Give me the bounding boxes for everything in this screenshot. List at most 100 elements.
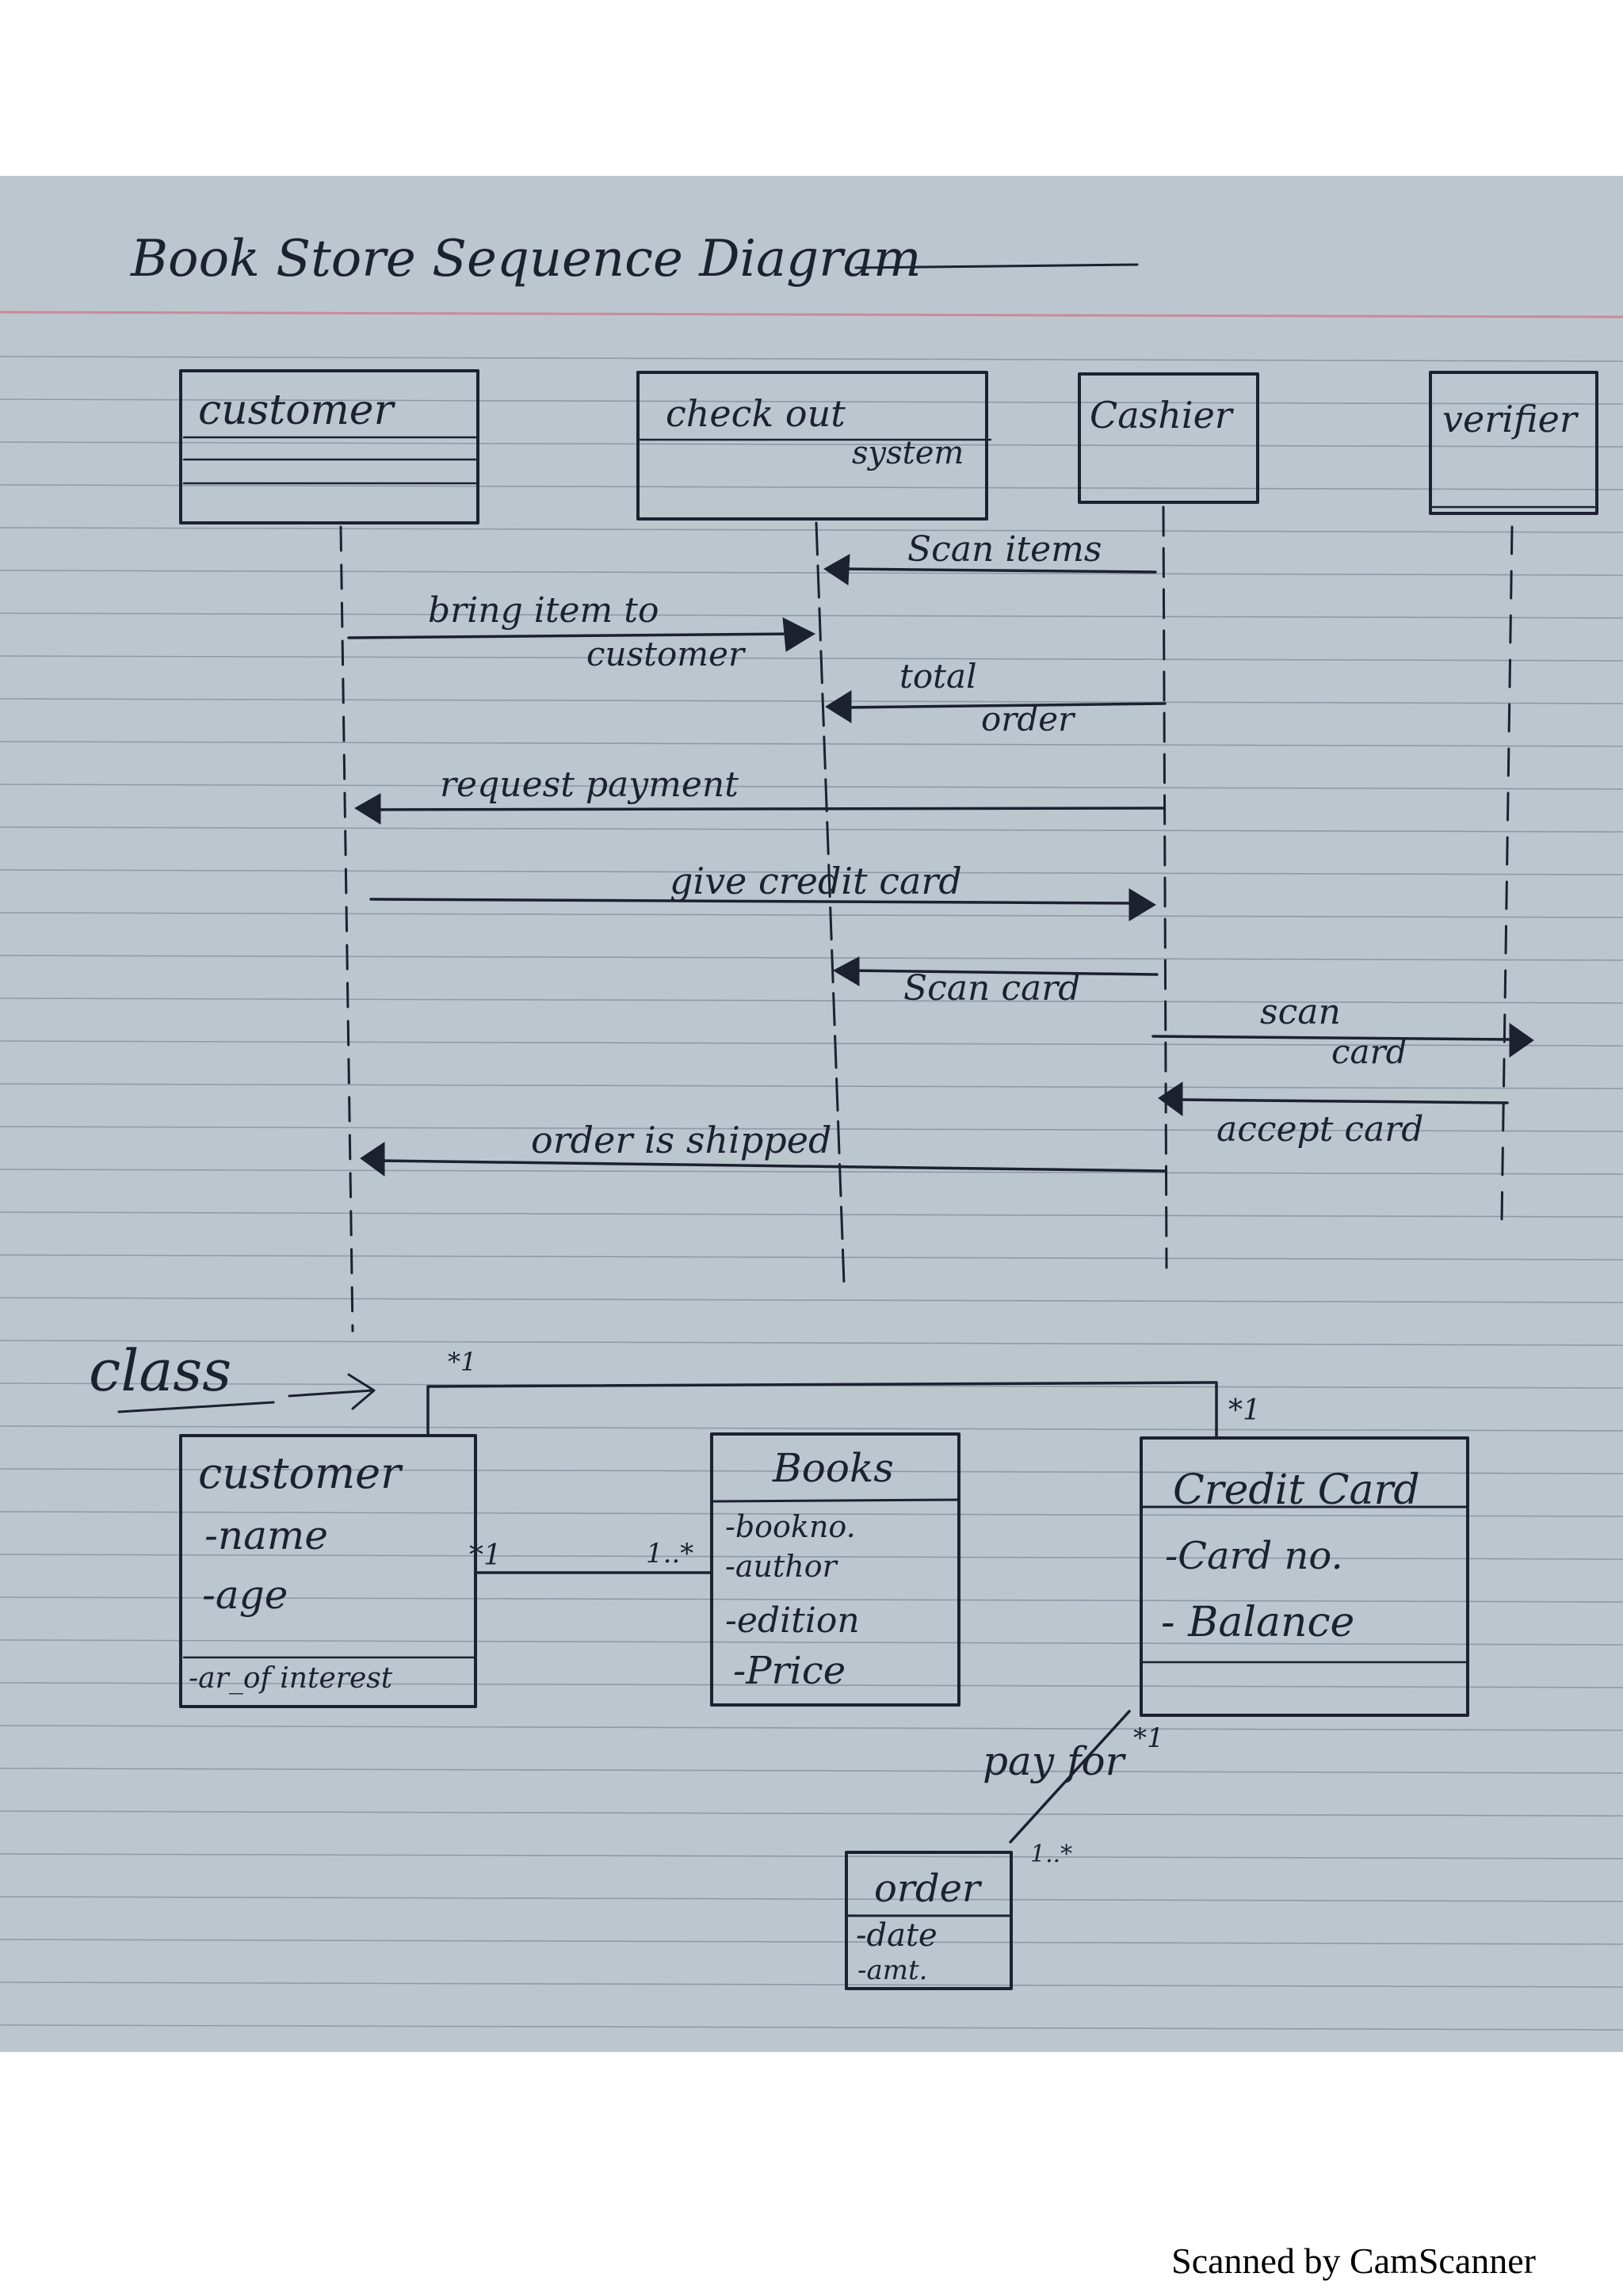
class-heading-underline (117, 1401, 275, 1413)
multiplicity-creditcard-top: *1 (1228, 1394, 1261, 1427)
notebook-rule-line (0, 1468, 1623, 1474)
notebook-rule-line (0, 1810, 1623, 1817)
message-label: give credit card (670, 860, 962, 902)
message-label-line2: order (981, 700, 1076, 738)
message-scan-card-verifier: scan card (1151, 992, 1534, 1071)
message-label: request payment (440, 765, 739, 805)
notebook-rule-line (0, 1554, 1623, 1560)
association-customer-creditcard (426, 1381, 1218, 1440)
class-attribute: -amt. (857, 1955, 927, 1986)
notebook-rule-line (0, 356, 1623, 362)
association-label: pay for (983, 1738, 1127, 1784)
notebook-rule-line (0, 527, 1623, 533)
notebook-rule-line (0, 441, 1623, 448)
notebook-rule-line (0, 1939, 1623, 1945)
notebook-rules (0, 356, 1623, 2031)
notebook-rule-line (0, 1639, 1623, 1646)
lifeline-head-customer: customer (179, 369, 479, 524)
class-books: Books -bookno. -author -edition -Price (710, 1432, 960, 1707)
message-request-payment: request payment (354, 765, 1165, 825)
lifeline-label-customer: customer (198, 387, 396, 434)
notebook-rule-line (0, 570, 1623, 576)
class-name: customer (198, 1448, 403, 1498)
notebook-rule-line (0, 1596, 1623, 1603)
notebook-rule-line (0, 1725, 1623, 1731)
notebook-rule-line (0, 655, 1623, 662)
notebook-rule-line (0, 869, 1623, 875)
notebook-rule-line (0, 912, 1623, 918)
multiplicity-customer-books-right: 1..* (646, 1538, 693, 1569)
class-name: Books (772, 1445, 894, 1491)
notebook-rule-line (0, 698, 1623, 704)
lifeline-cashier (1162, 505, 1168, 1269)
notebook-rule-line (0, 1211, 1623, 1218)
association-creditcard-order (1009, 1710, 1131, 1844)
class-attribute: -ar_of interest (189, 1662, 393, 1695)
message-label: Scan card (903, 968, 1080, 1009)
class-customer: customer -name -age -ar_of interest (179, 1434, 477, 1708)
multiplicity-creditcard-order-top: *1 (1133, 1722, 1164, 1754)
lifeline-label-cashier: Cashier (1090, 394, 1235, 437)
notebook-rule-line (0, 1511, 1623, 1517)
message-total-order: total order (825, 657, 1167, 738)
lifeline-verifier (1500, 525, 1514, 1222)
class-order: order -date -amt. (845, 1851, 1013, 1990)
class-attribute: -author (725, 1549, 839, 1584)
class-attribute: - Balance (1161, 1599, 1354, 1646)
message-scan-card: Scan card (832, 956, 1159, 1009)
notebook-rule-line (0, 1425, 1623, 1432)
lifeline-label-verifier: verifier (1442, 398, 1579, 441)
scanner-watermark: Scanned by CamScanner (1171, 2241, 1536, 2281)
title-underline (854, 263, 1139, 269)
lifeline-label-checkout-line2: system (852, 435, 964, 471)
message-scan-items: Scan items (823, 529, 1157, 585)
message-label: Scan items (907, 529, 1102, 570)
lifeline-customer (339, 525, 354, 1333)
notebook-rule-line (0, 1981, 1623, 1988)
class-pointer-arrow (288, 1373, 376, 1410)
notebook-rule-line (0, 997, 1623, 1004)
notebook-rule-line (0, 784, 1623, 790)
notebook-rule-line (0, 826, 1623, 833)
class-attribute: -name (204, 1512, 328, 1558)
lifeline-head-cashier: Cashier (1078, 372, 1259, 504)
multiplicity-customer-top: *1 (448, 1347, 476, 1377)
message-label: total (899, 657, 977, 696)
message-label-line2: card (1331, 1032, 1407, 1071)
notebook-rule-line (0, 484, 1623, 490)
class-attribute: -age (202, 1572, 288, 1618)
notebook-rule-line (0, 1682, 1623, 1688)
multiplicity-customer-books-left: *1 (469, 1539, 502, 1572)
notebook-rule-line (0, 1853, 1623, 1859)
message-label-line2: customer (586, 635, 747, 673)
class-creditcard: Credit Card -Card no. - Balance (1140, 1436, 1469, 1717)
notebook-rule-line (0, 1169, 1623, 1175)
class-attribute: -Price (733, 1649, 846, 1693)
message-label: accept card (1216, 1109, 1423, 1150)
message-label: scan (1260, 992, 1341, 1032)
notebook-rule-line (0, 1340, 1623, 1346)
multiplicity-creditcard-order-bottom: 1..* (1030, 1840, 1072, 1868)
notebook-rule-line (0, 2024, 1623, 2031)
message-give-credit-card: give credit card (369, 860, 1156, 921)
lifeline-head-verifier: verifier (1429, 371, 1598, 515)
message-bring-item: bring item to customer (347, 590, 816, 673)
margin-line (0, 311, 1623, 318)
message-label: bring item to (428, 590, 659, 631)
notebook-rule-line (0, 1040, 1623, 1047)
notebook-rule-line (0, 1083, 1623, 1089)
diagram-title: Book Store Sequence Diagram (130, 230, 922, 288)
lifeline-checkout (815, 521, 846, 1285)
class-attribute: -bookno. (725, 1509, 856, 1544)
message-order-shipped: order is shipped (360, 1119, 1167, 1177)
lifeline-head-checkout: check out system (636, 371, 992, 521)
class-attribute: -date (856, 1917, 938, 1954)
notebook-rule-line (0, 1768, 1623, 1774)
notebook-rule-line (0, 612, 1623, 619)
notebook-rule-line (0, 399, 1623, 405)
notebook-rule-line (0, 955, 1623, 961)
class-name: order (874, 1867, 983, 1911)
notebook-rule-line (0, 1896, 1623, 1902)
class-name: Credit Card (1173, 1466, 1420, 1514)
